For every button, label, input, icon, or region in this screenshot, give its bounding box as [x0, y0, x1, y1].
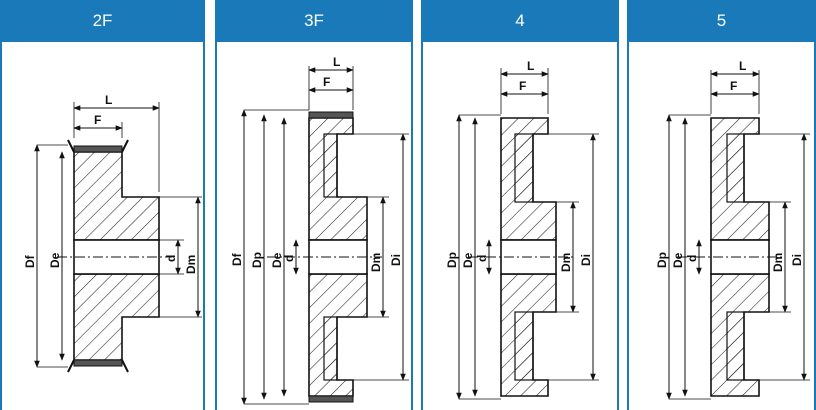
- dim-label-l: L: [739, 59, 746, 73]
- panel-4: 4 L F: [421, 0, 619, 410]
- dim-label-de: De: [270, 252, 284, 268]
- panel-title: 4: [421, 0, 619, 42]
- dim-label-f: F: [323, 75, 330, 89]
- dim-label-d: d: [475, 255, 489, 262]
- dim-label-dm: Dm: [369, 253, 383, 272]
- dim-label-dp: Dp: [655, 252, 669, 268]
- dim-label-d: d: [164, 255, 178, 262]
- panel-2f: 2F: [0, 0, 205, 410]
- dim-label-di: Di: [579, 254, 593, 266]
- pulley-drawing-3f: L F Df Dp De d Dm Di: [215, 42, 413, 410]
- dim-label-dm: Dm: [559, 253, 573, 272]
- panel-title: 5: [627, 0, 816, 42]
- dim-label-de: De: [461, 252, 475, 268]
- panel-title: 2F: [0, 0, 205, 42]
- dim-label-d: d: [685, 255, 699, 262]
- panel-3f: 3F L F: [215, 0, 413, 410]
- pulley-drawing-4: L F Dp De d Dm Di: [421, 42, 619, 410]
- dim-label-dp: Dp: [445, 252, 459, 268]
- dim-label-dp: Dp: [250, 252, 264, 268]
- dim-label-de: De: [48, 252, 62, 268]
- panel-title: 3F: [215, 0, 413, 42]
- dim-label-di: Di: [389, 254, 403, 266]
- dim-label-dm: Dm: [184, 255, 198, 274]
- dim-label-dm: Dm: [771, 253, 785, 272]
- dim-label-l: L: [105, 93, 112, 107]
- dim-label-f: F: [94, 113, 101, 127]
- dim-label-d: d: [282, 255, 296, 262]
- pulley-drawing-5: L F Dp De d Dm Di: [627, 42, 816, 410]
- dim-label-l: L: [527, 59, 534, 73]
- dim-label-df: Df: [230, 252, 244, 266]
- panel-5: 5 L F: [627, 0, 816, 410]
- dim-label-de: De: [671, 252, 685, 268]
- dim-label-df: Df: [23, 254, 37, 268]
- dim-label-f: F: [730, 79, 737, 93]
- dim-label-l: L: [333, 55, 340, 69]
- pulley-drawing-2f: L F Df De d Dm: [0, 42, 205, 410]
- dim-label-f: F: [519, 79, 526, 93]
- dim-label-di: Di: [790, 254, 804, 266]
